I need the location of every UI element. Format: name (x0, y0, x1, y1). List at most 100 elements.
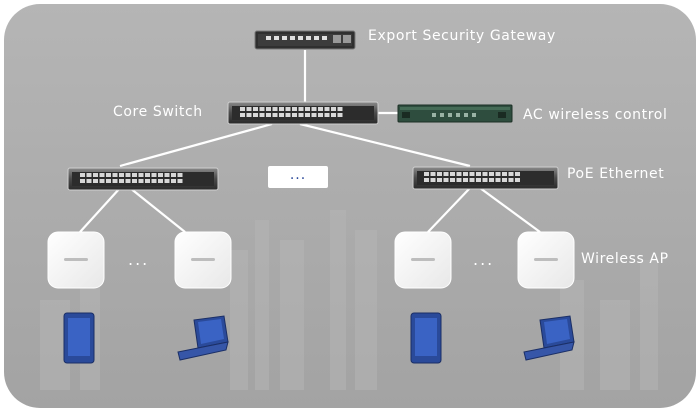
switch-port (145, 179, 150, 183)
switch-port (99, 173, 105, 177)
switch-port (324, 107, 330, 111)
switch-port (508, 178, 514, 182)
switch-port (305, 107, 310, 111)
switch-port (279, 107, 284, 111)
network-switch-icon (254, 30, 356, 50)
link-right-ap1 (427, 187, 471, 233)
switch-port (437, 178, 442, 182)
switch-port (430, 178, 436, 182)
switch-port (240, 113, 245, 117)
switch-port (331, 107, 336, 111)
switch-port (469, 178, 475, 182)
switch-port (285, 113, 291, 117)
switch-port (324, 113, 330, 117)
poe-label: PoE Ethernet (567, 166, 665, 182)
switch-port (515, 178, 520, 182)
more-aps-right-indicator: ... (473, 250, 495, 269)
switch-port (318, 107, 323, 111)
switch-port (132, 179, 137, 183)
switch-port (489, 178, 494, 182)
switch-port (246, 113, 252, 117)
switch-port (298, 107, 304, 111)
wireless-ap-icon (517, 231, 575, 289)
switch-port (469, 172, 475, 176)
switch-port (279, 113, 284, 117)
switch-port (489, 172, 494, 176)
switch-port (476, 178, 481, 182)
link-right-ap2 (479, 187, 541, 233)
switch-port (106, 173, 111, 177)
switch-port (125, 179, 131, 183)
switch-port (99, 179, 105, 183)
switch-port (86, 179, 92, 183)
wireless-ap-icon (174, 231, 232, 289)
switch-port (424, 172, 429, 176)
switch-port (298, 113, 304, 117)
switch-port (80, 173, 85, 177)
switch-port (456, 172, 462, 176)
switch-port (266, 107, 271, 111)
switch-port (240, 107, 245, 111)
switch-port (337, 113, 343, 117)
tablet-icon (410, 312, 442, 364)
switch-port (112, 179, 118, 183)
diagram-panel (4, 4, 696, 408)
switch-port (164, 173, 170, 177)
switch-port (272, 107, 278, 111)
switch-port (151, 179, 157, 183)
switch-port (456, 178, 462, 182)
laptop-icon (177, 315, 229, 361)
switch-port (463, 178, 468, 182)
switch-port (305, 113, 310, 117)
switch-port (430, 172, 436, 176)
switch-port (86, 173, 92, 177)
gateway-label: Export Security Gateway (368, 28, 556, 44)
background-skyline (40, 210, 658, 390)
switch-port (164, 179, 170, 183)
rack-controller-icon (397, 104, 513, 123)
wireless-ap-label: Wireless AP (581, 251, 669, 267)
switch-port (259, 107, 265, 111)
laptop-icon (523, 315, 575, 361)
switch-port (177, 179, 183, 183)
more-aps-left-indicator: ... (128, 250, 150, 269)
switch-port (125, 173, 131, 177)
switch-port (337, 107, 343, 111)
switch-port (450, 172, 455, 176)
switch-port (253, 107, 258, 111)
switch-port (93, 173, 98, 177)
switch-port (311, 113, 317, 117)
switch-port (151, 173, 157, 177)
link-core-left (119, 122, 273, 168)
switch-port (443, 178, 449, 182)
wireless-ap-icon (47, 231, 105, 289)
switch-port (106, 179, 111, 183)
switch-port (119, 173, 124, 177)
switch-port (171, 173, 176, 177)
switch-port (292, 107, 297, 111)
switch-port (132, 173, 137, 177)
switch-port (482, 178, 488, 182)
switch-port (318, 113, 323, 117)
switch-port (508, 172, 514, 176)
switch-port (112, 173, 118, 177)
switch-port (119, 179, 124, 183)
tablet-icon (63, 312, 95, 364)
switch-port (495, 172, 501, 176)
network-switch-icon (412, 166, 559, 190)
switch-port (246, 107, 252, 111)
switch-port (171, 179, 176, 183)
switch-port (138, 173, 144, 177)
switch-port (145, 173, 150, 177)
switch-port (443, 172, 449, 176)
switch-port (437, 172, 442, 176)
switch-port (138, 179, 144, 183)
switch-port (285, 107, 291, 111)
network-switch-icon (67, 167, 219, 191)
network-switch-icon (227, 101, 379, 125)
link-left-ap1 (79, 187, 121, 233)
switch-port (482, 172, 488, 176)
switch-port (292, 113, 297, 117)
switch-port (253, 113, 258, 117)
